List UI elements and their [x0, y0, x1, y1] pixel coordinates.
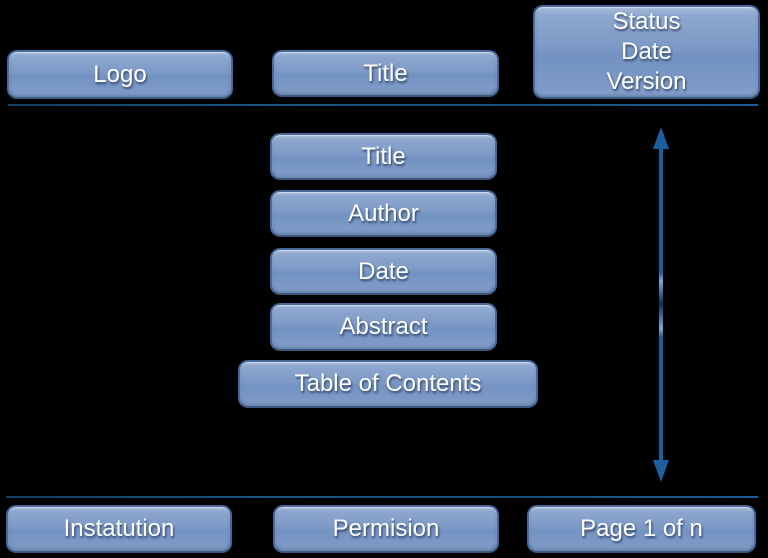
date-label: Date: [621, 38, 672, 65]
header-title-box: Title: [272, 50, 499, 97]
logo-label: Logo: [93, 60, 147, 88]
status-date-version-box: Status Date Version: [533, 5, 760, 99]
header-divider-line: [8, 104, 758, 106]
permission-label: Permision: [332, 515, 440, 542]
author-label: Author: [348, 199, 419, 227]
status-label: Status: [612, 8, 681, 35]
date-box: Date: [270, 248, 497, 295]
page-number-box: Page 1 of n: [527, 505, 756, 553]
header-title-label: Title: [363, 59, 408, 87]
abstract-box: Abstract: [270, 303, 497, 351]
footer-divider-line: [6, 496, 758, 498]
body-title-box: Title: [270, 133, 497, 180]
arrow-down-head-icon: [653, 460, 669, 482]
body-title-label: Title: [361, 142, 406, 170]
abstract-label: Abstract: [339, 313, 428, 340]
institution-box: Instatution: [6, 505, 232, 553]
date-box-label: Date: [358, 257, 409, 285]
version-label: Version: [606, 68, 687, 95]
arrow-up-head-icon: [653, 127, 669, 149]
institution-label: Instatution: [63, 515, 175, 542]
permission-box: Permision: [273, 505, 499, 553]
table-of-contents-label: Table of Contents: [294, 370, 482, 397]
logo-box: Logo: [7, 50, 233, 99]
table-of-contents-box: Table of Contents: [238, 360, 538, 408]
author-box: Author: [270, 190, 497, 237]
page-extent-arrow-shaft: [659, 148, 663, 460]
page-number-label: Page 1 of n: [580, 515, 703, 542]
